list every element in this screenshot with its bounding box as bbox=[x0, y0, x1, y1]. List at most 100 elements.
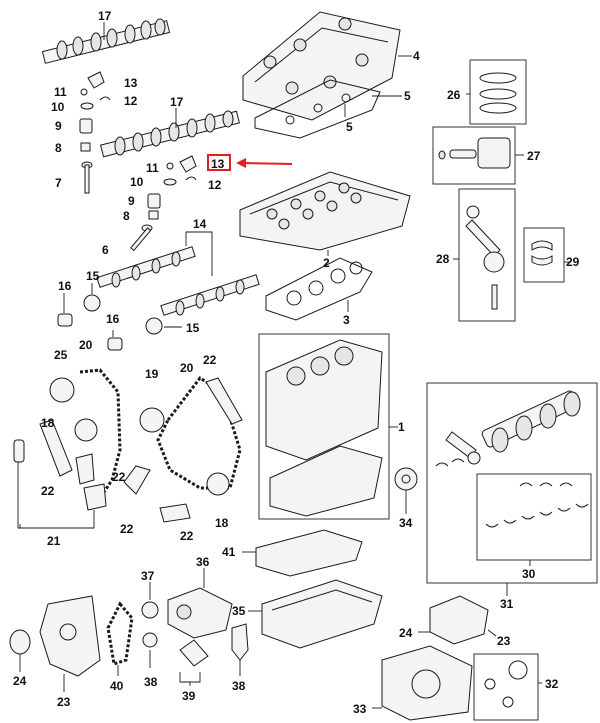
highlight-arrowhead bbox=[236, 158, 246, 168]
connecting-rod bbox=[465, 205, 505, 310]
callout-31: 31 bbox=[500, 597, 514, 611]
vvt-gear-exhaust bbox=[145, 317, 163, 335]
valve-cover-gasket bbox=[254, 79, 381, 139]
highlight-arrow bbox=[243, 162, 293, 165]
callout-6: 6 bbox=[102, 243, 109, 257]
piston-rings-panel bbox=[469, 59, 527, 125]
callout-12-lower: 12 bbox=[208, 178, 222, 192]
camshaft-upper bbox=[41, 18, 171, 64]
bracket-39 bbox=[179, 672, 201, 683]
rocker-arm-lower bbox=[179, 155, 197, 173]
rod-bearing bbox=[531, 240, 553, 266]
callout-38-left: 38 bbox=[144, 675, 158, 689]
cylinder-head bbox=[239, 171, 411, 251]
crank-sprocket bbox=[142, 632, 158, 648]
clip-upper bbox=[99, 96, 111, 101]
highlight-box-part-13 bbox=[207, 154, 231, 171]
callout-11-upper: 11 bbox=[54, 85, 67, 99]
callout-10-lower: 10 bbox=[130, 175, 144, 189]
callout-4: 4 bbox=[413, 49, 420, 63]
valve-cover bbox=[242, 11, 401, 121]
callout-13-highlighted: 13 bbox=[211, 157, 225, 171]
front-seal bbox=[9, 629, 31, 655]
callout-36: 36 bbox=[196, 555, 210, 569]
callout-34: 34 bbox=[399, 516, 413, 530]
callout-8-lower: 8 bbox=[123, 209, 130, 223]
callout-16-upper: 16 bbox=[58, 279, 72, 293]
callout-20-left: 20 bbox=[79, 338, 93, 352]
crankshaft-panel bbox=[426, 382, 598, 584]
valve-lower bbox=[130, 224, 153, 252]
camshaft-lower bbox=[100, 110, 240, 158]
callout-20-right: 20 bbox=[180, 361, 194, 375]
callout-5-lower: 5 bbox=[346, 120, 353, 134]
engine-block-panel bbox=[258, 333, 390, 520]
oil-strainer-39 bbox=[179, 639, 209, 667]
valve-key-lower bbox=[163, 178, 177, 186]
callout-9-upper: 9 bbox=[55, 119, 62, 133]
crank-bearings-small bbox=[435, 458, 573, 487]
callout-39: 39 bbox=[182, 689, 196, 703]
callout-24-right: 24 bbox=[399, 626, 413, 640]
tensioner-pad-22f bbox=[159, 503, 191, 523]
callout-37: 37 bbox=[141, 569, 155, 583]
callout-22-bottom-right: 22 bbox=[180, 529, 194, 543]
cam-sprocket-18a bbox=[74, 418, 98, 442]
callout-14: 14 bbox=[193, 217, 207, 231]
callout-22-mid: 22 bbox=[112, 470, 126, 484]
callout-26: 26 bbox=[447, 88, 461, 102]
valve-upper bbox=[81, 161, 93, 194]
cam-sprocket-19 bbox=[139, 407, 165, 433]
piston-panel bbox=[432, 126, 516, 185]
callout-2: 2 bbox=[323, 256, 330, 270]
vvt-gear-intake bbox=[83, 294, 101, 312]
oil-pump bbox=[167, 587, 233, 639]
oil-pickup-38 bbox=[231, 623, 249, 661]
oil-pump-chain bbox=[106, 601, 134, 666]
lash-adjuster-lower bbox=[166, 162, 174, 170]
callout-27: 27 bbox=[527, 149, 541, 163]
tensioner-21 bbox=[13, 439, 25, 463]
callout-23-right: 23 bbox=[497, 634, 511, 648]
callout-33: 33 bbox=[353, 702, 367, 716]
callout-23-left: 23 bbox=[57, 695, 71, 709]
main-bearing-panel bbox=[476, 473, 592, 561]
callout-25: 25 bbox=[54, 348, 68, 362]
oil-pan bbox=[261, 579, 383, 649]
bracket-21 bbox=[17, 462, 95, 529]
callout-28: 28 bbox=[436, 252, 450, 266]
callout-40: 40 bbox=[110, 679, 124, 693]
callout-35: 35 bbox=[232, 604, 246, 618]
spring-seat-upper bbox=[80, 142, 91, 152]
chain-guide-22a bbox=[39, 419, 73, 477]
rear-seal-32 bbox=[484, 660, 528, 708]
callout-19: 19 bbox=[145, 367, 159, 381]
crank-pulley bbox=[394, 467, 418, 491]
callout-15-upper: 15 bbox=[86, 269, 100, 283]
callout-5-right: 5 bbox=[404, 89, 411, 103]
vvt-actuator-25 bbox=[49, 377, 75, 403]
callout-8-upper: 8 bbox=[55, 141, 62, 155]
vvt-solenoid-16a bbox=[57, 313, 73, 327]
rocker-arm-upper bbox=[87, 71, 105, 89]
rear-seal-panel bbox=[473, 653, 539, 721]
callout-3: 3 bbox=[343, 313, 350, 327]
callout-9-lower: 9 bbox=[128, 194, 135, 208]
callout-17-upper: 17 bbox=[98, 9, 112, 23]
vvt-solenoid-16b bbox=[107, 337, 123, 351]
callout-41: 41 bbox=[222, 545, 236, 559]
intake-camshaft-assembly bbox=[96, 246, 196, 288]
callout-13-upper: 13 bbox=[124, 76, 138, 90]
callout-18-left: 18 bbox=[41, 416, 55, 430]
cam-sprocket-18b bbox=[206, 472, 230, 496]
callout-18-right: 18 bbox=[215, 516, 229, 530]
callout-22-top: 22 bbox=[203, 353, 217, 367]
tensioner-22c bbox=[75, 453, 95, 485]
callout-30: 30 bbox=[522, 567, 536, 581]
lash-adjuster-upper bbox=[80, 88, 88, 96]
callout-29: 29 bbox=[566, 255, 580, 269]
crankshaft bbox=[445, 390, 581, 465]
callout-22-bottom-center: 22 bbox=[120, 522, 134, 536]
oil-pump-sprocket bbox=[141, 601, 159, 619]
rod-bearing-panel bbox=[523, 227, 565, 283]
